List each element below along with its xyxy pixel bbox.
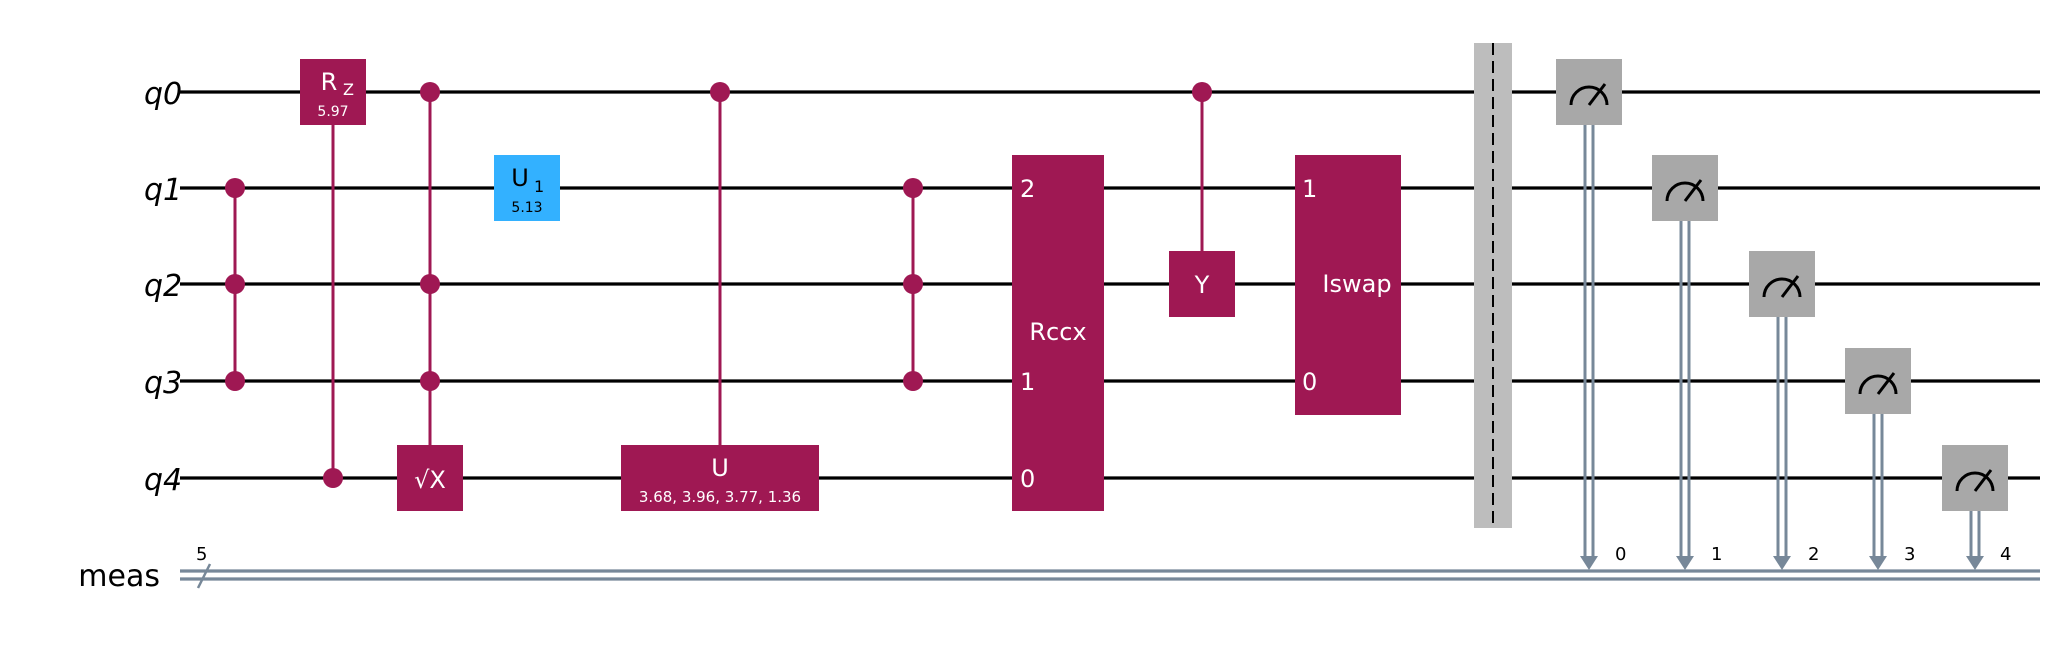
u-gate-label: U xyxy=(711,454,729,482)
measure-bit-0: 0 xyxy=(1615,544,1626,565)
u1-gate: U 1 5.13 xyxy=(494,155,560,221)
iswap-gate: Iswap 1 0 xyxy=(1295,155,1401,415)
measurement-1: 1 xyxy=(1652,155,1722,570)
rccx-port-q1: 2 xyxy=(1020,175,1035,203)
meter-icon xyxy=(1955,469,1995,492)
rz-gate-label: R xyxy=(321,68,338,96)
measure-bit-3: 3 xyxy=(1904,544,1915,565)
meter-icon xyxy=(1665,179,1705,202)
qubit-wires xyxy=(180,90,2040,480)
bus-slash xyxy=(196,563,212,589)
measure-bit-2: 2 xyxy=(1808,544,1819,565)
u1-gate-sub: 1 xyxy=(534,177,544,196)
measure-bit-1: 1 xyxy=(1711,544,1722,565)
iswap-port-q3: 0 xyxy=(1302,368,1317,396)
u-gate-params: 3.68, 3.96, 3.77, 1.36 xyxy=(639,488,801,506)
rz-gate-sub: Z xyxy=(343,80,354,99)
classical-bit-count: 5 xyxy=(196,544,207,565)
qubit-label-q4: q4 xyxy=(144,463,182,498)
iswap-gate-label: Iswap xyxy=(1322,270,1391,298)
rccx-gate-label: Rccx xyxy=(1029,318,1086,346)
rccx-port-q3: 1 xyxy=(1020,368,1035,396)
rccx-port-q4: 0 xyxy=(1020,465,1035,493)
iswap-port-q1: 1 xyxy=(1302,175,1317,203)
rz-gate-param: 5.97 xyxy=(317,104,348,120)
barrier xyxy=(1474,43,1512,528)
controlled-y-gate: Y xyxy=(1169,82,1235,317)
rccx-gate: Rccx 2 1 0 xyxy=(1012,155,1104,511)
meter-icon xyxy=(1569,83,1609,106)
qubit-label-q3: q3 xyxy=(144,366,182,401)
measurement-3: 3 xyxy=(1845,348,1915,570)
controlled-z-gate xyxy=(225,178,245,391)
u1-gate-label: U xyxy=(511,164,529,192)
wire-labels: q0 q1 q2 q3 q4 meas xyxy=(78,77,182,594)
sx-gate-label: √X xyxy=(414,466,446,494)
classical-label: meas xyxy=(78,559,160,594)
meter-icon xyxy=(1762,275,1802,298)
measurement-4: 4 xyxy=(1942,445,2011,570)
qubit-label-q0: q0 xyxy=(144,77,182,112)
meter-icon xyxy=(1858,372,1898,395)
controlled-u-gate: U 3.68, 3.96, 3.77, 1.36 xyxy=(621,82,819,511)
controlled-sx-gate: √X xyxy=(397,82,463,511)
classical-wire: 5 xyxy=(180,544,2040,589)
measurement-0: 0 xyxy=(1556,59,1626,570)
measurement-2: 2 xyxy=(1749,251,1819,570)
qubit-label-q2: q2 xyxy=(144,269,182,304)
qubit-label-q1: q1 xyxy=(144,173,182,208)
controlled-z-gate-2 xyxy=(903,178,923,391)
y-gate-label: Y xyxy=(1194,271,1210,299)
u1-gate-param: 5.13 xyxy=(511,200,542,216)
measure-bit-4: 4 xyxy=(2000,544,2011,565)
controlled-rz-gate: R Z 5.97 xyxy=(300,59,366,488)
